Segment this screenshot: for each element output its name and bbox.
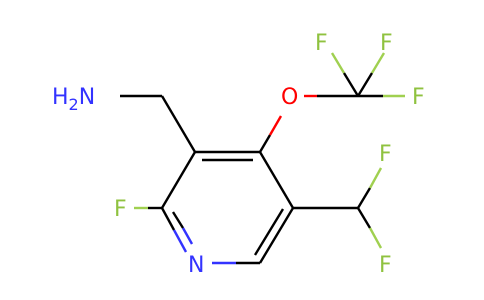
bond-c2-c3: [160, 151, 197, 209]
bond-chf2-f-top-f: [368, 167, 383, 189]
bond-c4-o-oxygen: [268, 115, 283, 136]
bond-c4-o-carbon: [258, 134, 272, 153]
bond-n1-c2-carbon: [160, 207, 176, 231]
bond-chf2-f-bottom-f: [368, 227, 383, 249]
bond-n1-c2-nitrogen: [172, 229, 188, 253]
bond-cf3-f-top-right: [356, 72, 374, 97]
fluorine-ring-label: F: [114, 197, 127, 222]
bond-c5-c6-double: [253, 208, 285, 256]
fluorine-chf2-top-label: F: [379, 142, 392, 167]
fluorine-chf2-bottom-label: F: [379, 253, 392, 278]
bond-n1-c2-double-nitrogen: [181, 227, 194, 245]
fluorine-cf3-right-label: F: [412, 85, 425, 110]
ring-nitrogen-label: N: [188, 253, 204, 278]
bond-c4-c5: [258, 151, 295, 209]
bond-cf3-f-top-left: [342, 72, 360, 97]
amine-label: H2N: [52, 85, 95, 114]
bond-chf2-f-bottom: [356, 207, 372, 229]
fluorine-cf3-middle-label: F: [380, 31, 393, 56]
fluorine-cf3-left-label: F: [315, 31, 328, 56]
bond-c3-ch2: [160, 95, 197, 153]
bond-cf3-f-top-left-f: [330, 52, 346, 74]
bond-n1-c2-double-carbon: [171, 211, 185, 229]
bond-chf2-f-top: [356, 187, 372, 209]
bond-c5-c6: [258, 207, 295, 264]
ether-oxygen-label: O: [281, 85, 298, 110]
bond-cf3-f-top-right-f: [370, 52, 386, 74]
